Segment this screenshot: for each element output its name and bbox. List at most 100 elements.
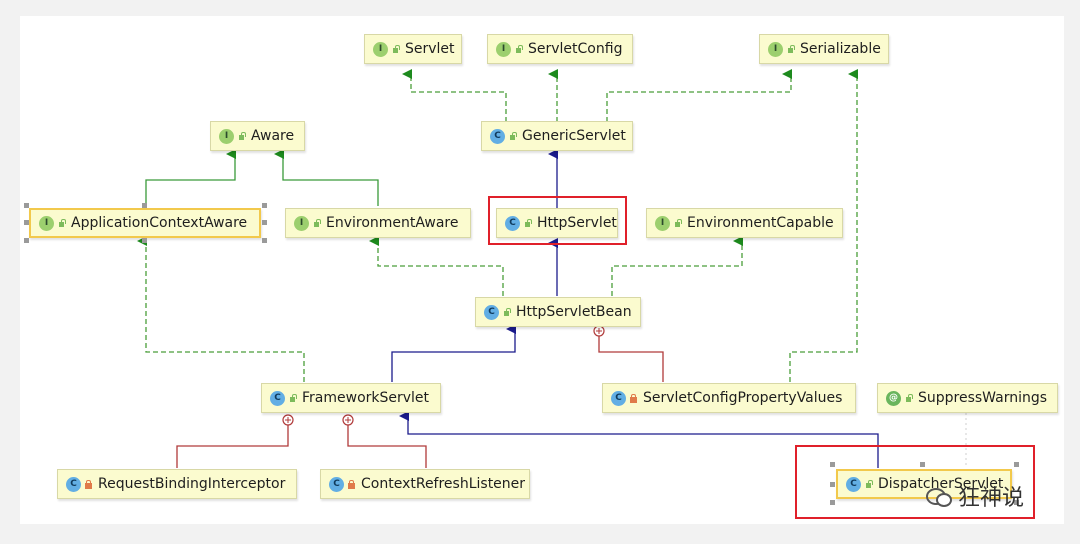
private-icon bbox=[348, 479, 355, 489]
interface-icon: I bbox=[768, 41, 783, 57]
public-icon bbox=[313, 218, 321, 228]
node-httpservlet[interactable]: C HttpServlet bbox=[496, 208, 618, 238]
private-icon bbox=[85, 479, 92, 489]
public-icon bbox=[238, 131, 246, 141]
selection-handle[interactable] bbox=[1014, 462, 1019, 467]
selection-handle[interactable] bbox=[920, 462, 925, 467]
node-label: HttpServletBean bbox=[516, 304, 632, 320]
edge-dispatcher-frameworkservlet bbox=[399, 411, 879, 468]
inner-class-marker-plus bbox=[345, 417, 351, 423]
selection-handle[interactable] bbox=[830, 500, 835, 505]
edge-genericservlet-servlet bbox=[402, 69, 507, 122]
class-icon: C bbox=[329, 476, 344, 492]
edge-httpservletbean-envaware bbox=[369, 236, 504, 296]
node-servletconfig[interactable]: I ServletConfig bbox=[487, 34, 633, 64]
node-label: SuppressWarnings bbox=[918, 390, 1048, 406]
public-icon bbox=[392, 44, 400, 54]
node-environmentcapable[interactable]: I EnvironmentCapable bbox=[646, 208, 843, 238]
node-aware[interactable]: I Aware bbox=[210, 121, 305, 151]
public-icon bbox=[865, 479, 873, 489]
private-icon bbox=[630, 393, 637, 403]
node-dispatcherservlet[interactable]: C DispatcherServlet bbox=[836, 469, 1012, 499]
selection-handle[interactable] bbox=[1014, 500, 1019, 505]
node-label: DispatcherServlet bbox=[878, 476, 1004, 492]
public-icon bbox=[289, 393, 297, 403]
edge-scpv-httpservletbean bbox=[598, 336, 664, 382]
node-servlet[interactable]: I Servlet bbox=[364, 34, 462, 64]
selection-handle[interactable] bbox=[142, 238, 147, 243]
node-servletconfigpropertyvalues[interactable]: C ServletConfigPropertyValues bbox=[602, 383, 856, 413]
node-environmentaware[interactable]: I EnvironmentAware bbox=[285, 208, 471, 238]
interface-icon: I bbox=[373, 41, 388, 57]
node-label: EnvironmentCapable bbox=[687, 215, 834, 231]
selection-handle[interactable] bbox=[262, 203, 267, 208]
edge-httpservletbean-envcapable bbox=[611, 236, 743, 296]
public-icon bbox=[787, 44, 795, 54]
abstract-class-icon: C bbox=[484, 304, 499, 320]
selection-handle[interactable] bbox=[830, 482, 835, 487]
node-suppresswarnings[interactable]: @ SuppressWarnings bbox=[877, 383, 1058, 413]
highlight-box-dispatcherservlet bbox=[795, 445, 1035, 519]
node-applicationcontextaware[interactable]: I ApplicationContextAware bbox=[29, 208, 261, 238]
edge-rbi-frameworkservlet bbox=[176, 425, 289, 468]
interface-icon: I bbox=[39, 215, 54, 231]
interface-icon: I bbox=[294, 215, 309, 231]
class-icon: C bbox=[611, 390, 626, 406]
abstract-class-icon: C bbox=[270, 390, 285, 406]
node-label: ApplicationContextAware bbox=[71, 215, 248, 231]
public-icon bbox=[515, 44, 523, 54]
public-icon bbox=[524, 218, 532, 228]
node-serializable[interactable]: I Serializable bbox=[759, 34, 889, 64]
interface-icon: I bbox=[219, 128, 234, 144]
class-icon: C bbox=[66, 476, 81, 492]
node-label: Servlet bbox=[405, 41, 455, 57]
edge-genericservlet-serializable bbox=[606, 69, 792, 122]
node-label: FrameworkServlet bbox=[302, 390, 430, 406]
selection-handle[interactable] bbox=[262, 220, 267, 225]
edge-appctxaware-aware bbox=[145, 149, 236, 206]
node-label: GenericServlet bbox=[522, 128, 626, 144]
edge-scpv-serializable bbox=[789, 69, 858, 382]
node-requestbindinginterceptor[interactable]: C RequestBindingInterceptor bbox=[57, 469, 297, 499]
public-icon bbox=[905, 393, 913, 403]
public-icon bbox=[509, 131, 517, 141]
selection-handle[interactable] bbox=[24, 238, 29, 243]
node-label: ServletConfigPropertyValues bbox=[643, 390, 843, 406]
interface-icon: I bbox=[496, 41, 511, 57]
edge-frameworkservlet-appctxaware bbox=[137, 236, 305, 382]
highlight-box-httpservlet bbox=[488, 196, 627, 245]
node-label: Aware bbox=[251, 128, 295, 144]
diagram-canvas bbox=[20, 16, 1064, 524]
node-label: ContextRefreshListener bbox=[361, 476, 526, 492]
inner-class-marker-plus bbox=[596, 328, 602, 334]
node-contextrefreshlistener[interactable]: C ContextRefreshListener bbox=[320, 469, 530, 499]
edge-crl-frameworkservlet bbox=[347, 425, 427, 468]
watermark: 狂神说 bbox=[926, 480, 1024, 512]
public-icon bbox=[503, 307, 511, 317]
edge-frameworkservlet-httpservletbean bbox=[391, 324, 516, 382]
watermark-text: 狂神说 bbox=[958, 486, 1025, 511]
node-label: ServletConfig bbox=[528, 41, 623, 57]
node-label: RequestBindingInterceptor bbox=[98, 476, 286, 492]
wechat-icon bbox=[926, 486, 952, 507]
node-label: Serializable bbox=[800, 41, 881, 57]
interface-icon: I bbox=[655, 215, 670, 231]
selection-handle[interactable] bbox=[830, 462, 835, 467]
abstract-class-icon: C bbox=[505, 215, 520, 231]
selection-handle[interactable] bbox=[142, 203, 147, 208]
node-frameworkservlet[interactable]: C FrameworkServlet bbox=[261, 383, 441, 413]
node-label: EnvironmentAware bbox=[326, 215, 459, 231]
selection-handle[interactable] bbox=[24, 220, 29, 225]
class-icon: C bbox=[846, 476, 861, 492]
selection-handle[interactable] bbox=[262, 238, 267, 243]
node-genericservlet[interactable]: C GenericServlet bbox=[481, 121, 633, 151]
node-label: HttpServlet bbox=[537, 215, 617, 231]
inner-class-marker-plus bbox=[285, 417, 291, 423]
edge-envaware-aware bbox=[274, 149, 379, 206]
annotation-icon: @ bbox=[886, 390, 901, 406]
abstract-class-icon: C bbox=[490, 128, 505, 144]
node-httpservletbean[interactable]: C HttpServletBean bbox=[475, 297, 641, 327]
selection-handle[interactable] bbox=[24, 203, 29, 208]
public-icon bbox=[674, 218, 682, 228]
